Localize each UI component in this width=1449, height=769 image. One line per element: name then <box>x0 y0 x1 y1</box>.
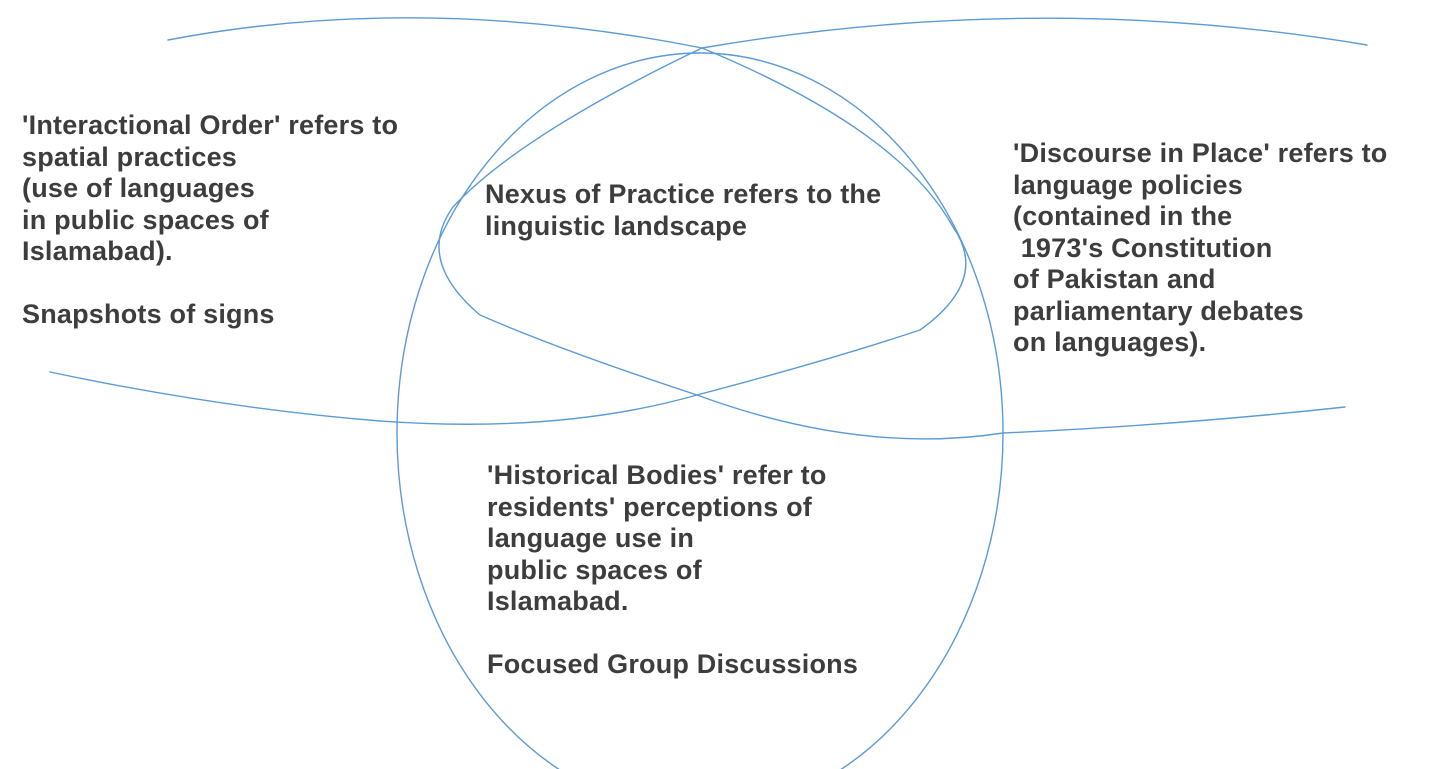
venn-label-discourse-in-place: 'Discourse in Place' refers to language … <box>1013 138 1388 357</box>
venn-label-interactional-order: 'Interactional Order' refers to spatial … <box>22 110 399 329</box>
venn-label-nexus-of-practice: Nexus of Practice refers to the linguist… <box>485 179 882 241</box>
venn-label-historical-bodies: 'Historical Bodies' refer to residents' … <box>487 460 859 679</box>
venn-circle-discourse-in-place <box>438 17 1368 440</box>
venn-circle-interactional-order <box>49 17 967 425</box>
